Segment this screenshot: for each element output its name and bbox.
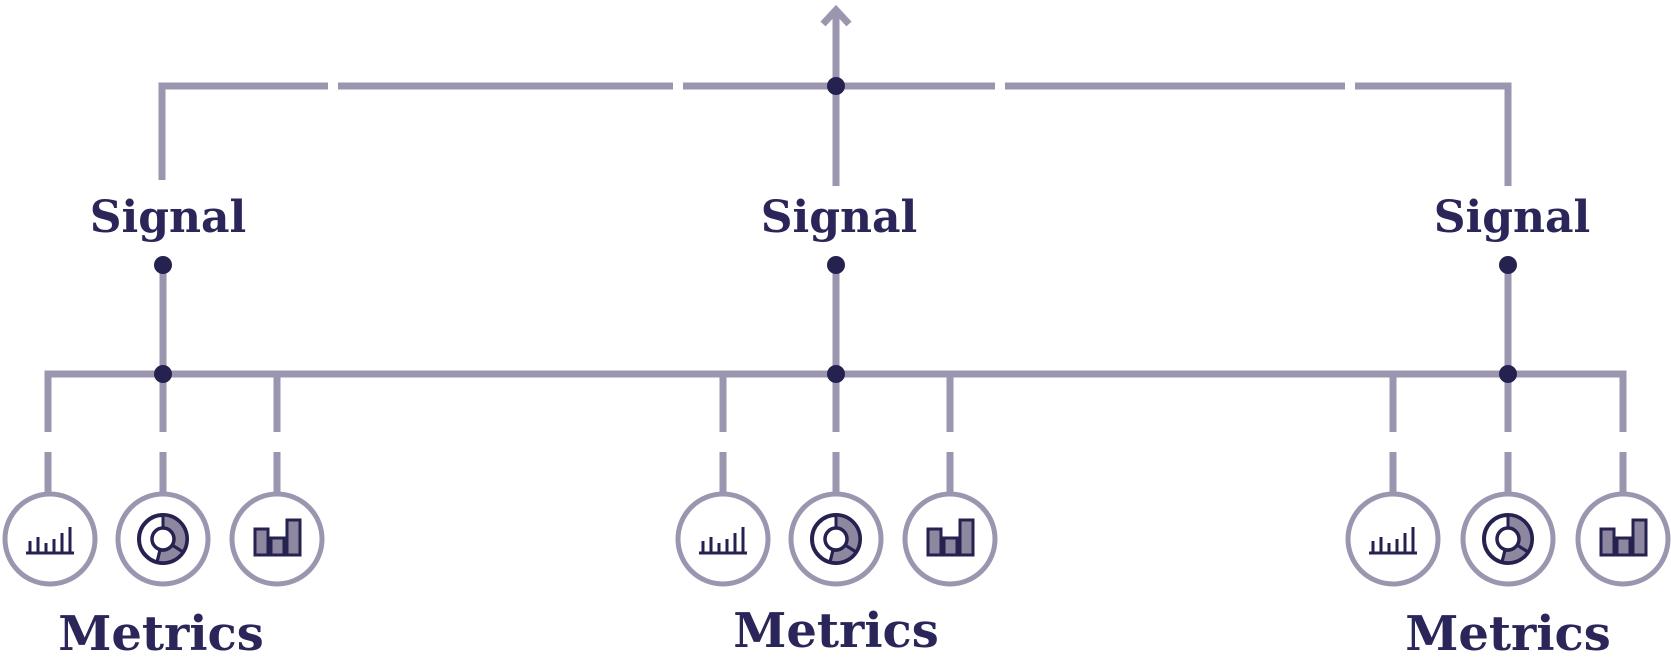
metrics-label: Metrics: [58, 606, 264, 660]
signal-dot: [827, 256, 845, 274]
bus-junction-dot: [154, 365, 172, 383]
signal-label: Signal: [1434, 192, 1590, 243]
up-arrow-icon: [820, 4, 852, 27]
metric-node: [229, 491, 325, 587]
metrics-bus: [44, 370, 1627, 495]
metric-node: [1460, 491, 1556, 587]
metrics-label: Metrics: [733, 603, 939, 659]
signal-dot: [154, 256, 172, 274]
metrics-label: Metrics: [1405, 606, 1611, 660]
signal-label: Signal: [90, 192, 246, 243]
signal-label: Signal: [761, 192, 917, 243]
signal-connectors: [159, 265, 1512, 374]
metrics-group: [2, 491, 325, 587]
top-junction-dot: [827, 77, 845, 95]
metric-node: [1345, 491, 1441, 587]
top-bus: [158, 4, 1512, 186]
metric-node: [115, 491, 211, 587]
metric-node: [902, 491, 998, 587]
metric-node: [788, 491, 884, 587]
metric-node: [1575, 491, 1671, 587]
metric-node: [675, 491, 771, 587]
bus-junction-dot: [827, 365, 845, 383]
metrics-group: [675, 491, 998, 587]
metrics-group: [1345, 491, 1671, 587]
signal-dot: [1499, 256, 1517, 274]
bus-junction-dot: [1499, 365, 1517, 383]
metric-node: [2, 491, 98, 587]
